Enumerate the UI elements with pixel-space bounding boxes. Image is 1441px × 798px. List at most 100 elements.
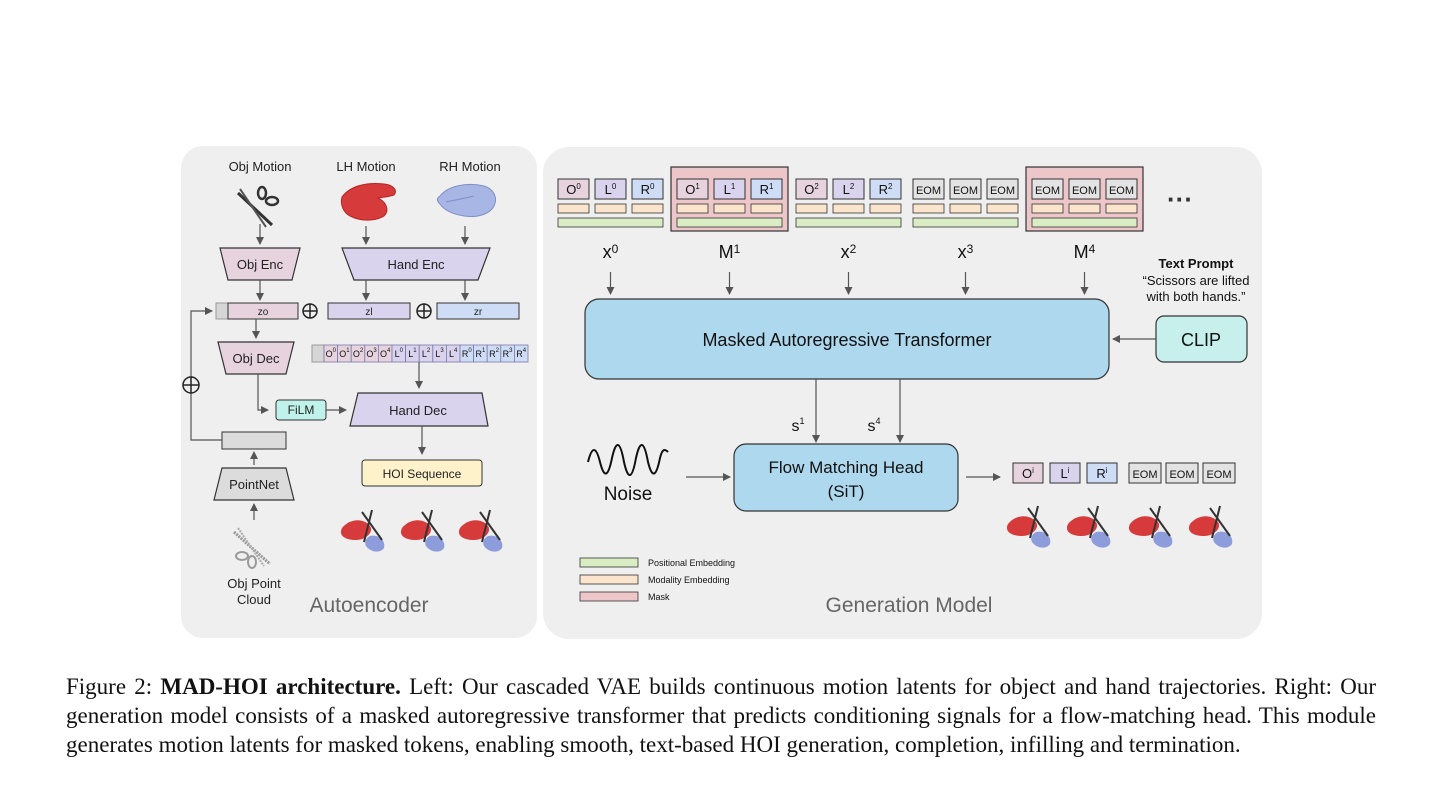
token [676,178,709,200]
caption-title: MAD-HOI architecture. [160,674,401,699]
latent-token-label: O3 [366,348,377,359]
z-o-latent: zo [215,302,299,320]
figure-caption: Figure 2: MAD-HOI architecture. Left: Ou… [66,672,1376,759]
svg-text:Hand Dec: Hand Dec [389,403,447,418]
svg-text:zl: zl [365,307,372,318]
generation-panel-label: Generation Model [826,594,993,617]
token [832,178,865,200]
autoencoder-panel-label: Autoencoder [309,594,428,617]
obj-motion-label: Obj Motion [229,159,292,174]
svg-text:zr: zr [474,307,483,318]
latent-token [514,344,529,363]
hoi-result-icon [1006,505,1051,548]
modality-embedding [750,203,783,214]
token-label: EOM [1035,185,1060,197]
token-label: R0 [641,182,655,197]
svg-text:Obj Enc: Obj Enc [237,257,284,272]
legend-swatch [579,557,639,568]
obj-encoder: Obj Enc [219,247,301,281]
caption-text: Left: Our cascaded VAE builds continuous… [66,674,1376,757]
output-token-label: EOM [1206,469,1231,481]
autoencoder-panel: Obj Motion LH Motion RH Motion Obj Enc [181,146,537,638]
modality-embedding [832,203,865,214]
token [949,178,982,200]
modality-embedding [676,203,709,214]
svg-text:(SiT): (SiT) [828,482,865,501]
token-label: EOM [1072,185,1097,197]
hand-encoder: Hand Enc [341,247,491,281]
token [557,178,590,200]
latent-token-label: O0 [326,348,337,359]
z-l-latent: zl [327,302,411,320]
modality-embedding [1068,203,1101,214]
modality-embedding [986,203,1019,214]
output-token-label: Oi [1022,466,1034,481]
hoi-sequence-block: HOI Sequence [361,459,483,487]
modality-embedding [557,203,590,214]
token [750,178,783,200]
clip-encoder: CLIP [1155,315,1248,363]
latent-token-label: R4 [516,348,527,359]
token-label: R1 [760,182,774,197]
token [986,178,1019,200]
masked-autoregressive-transformer: Masked Autoregressive Transformer [584,298,1110,380]
svg-text:PointNet: PointNet [229,477,279,492]
hoi-result-icon [340,509,385,552]
group-label: x0 [603,242,619,262]
latent-token-label: R2 [489,348,500,359]
token [1105,178,1138,200]
token-label: O1 [685,182,700,197]
hoi-result-icon [458,509,503,552]
positional-embedding [795,217,902,228]
token-label: L2 [843,182,855,197]
token [1031,178,1064,200]
token [631,178,664,200]
z-r-latent: zr [436,302,520,320]
s4-label: s4 [867,416,880,435]
token [912,178,945,200]
svg-text:Hand Enc: Hand Enc [387,257,445,272]
hoi-result-icon [400,509,445,552]
obj-point-cloud-label: Obj Point [227,576,281,591]
modality-embedding [631,203,664,214]
token-label: EOM [953,185,978,197]
token-label: EOM [990,185,1015,197]
group-label: x2 [841,242,857,262]
modality-embedding [713,203,746,214]
latent-token-label: L3 [435,348,444,359]
output-token [1086,462,1118,484]
s1-label: s1 [791,416,804,435]
architecture-figure: Obj Motion LH Motion RH Motion Obj Enc [181,146,1262,639]
legend-swatch [579,591,639,602]
caption-prefix: Figure 2: [66,674,161,699]
latent-token-label: L2 [422,348,431,359]
ellipsis: ··· [1167,184,1193,214]
plus-icon [416,303,432,319]
token-label: O0 [566,182,581,197]
modality-embedding [949,203,982,214]
plus-icon [302,303,318,319]
svg-text:Flow Matching Head: Flow Matching Head [769,458,924,477]
legend-swatch [579,574,639,585]
group-label: M4 [1074,242,1096,262]
modality-embedding [912,203,945,214]
positional-embedding [676,217,783,228]
token-label: O2 [804,182,819,197]
latent-token-label: L0 [395,348,404,359]
token [594,178,627,200]
output-token-label: Li [1060,466,1069,481]
output-token [1012,462,1044,484]
token [869,178,902,200]
modality-embedding [1105,203,1138,214]
output-eom-token [1202,462,1236,484]
hoi-result-icon [1128,505,1173,548]
positional-embedding [1031,217,1138,228]
text-prompt-line: “Scissors are lifted [1143,273,1250,288]
token-label: R2 [879,182,893,197]
svg-text:CLIP: CLIP [1181,330,1221,350]
noise-wave-icon [587,444,669,476]
svg-text:HOI Sequence: HOI Sequence [383,467,462,481]
hoi-result-icon [1188,505,1233,548]
